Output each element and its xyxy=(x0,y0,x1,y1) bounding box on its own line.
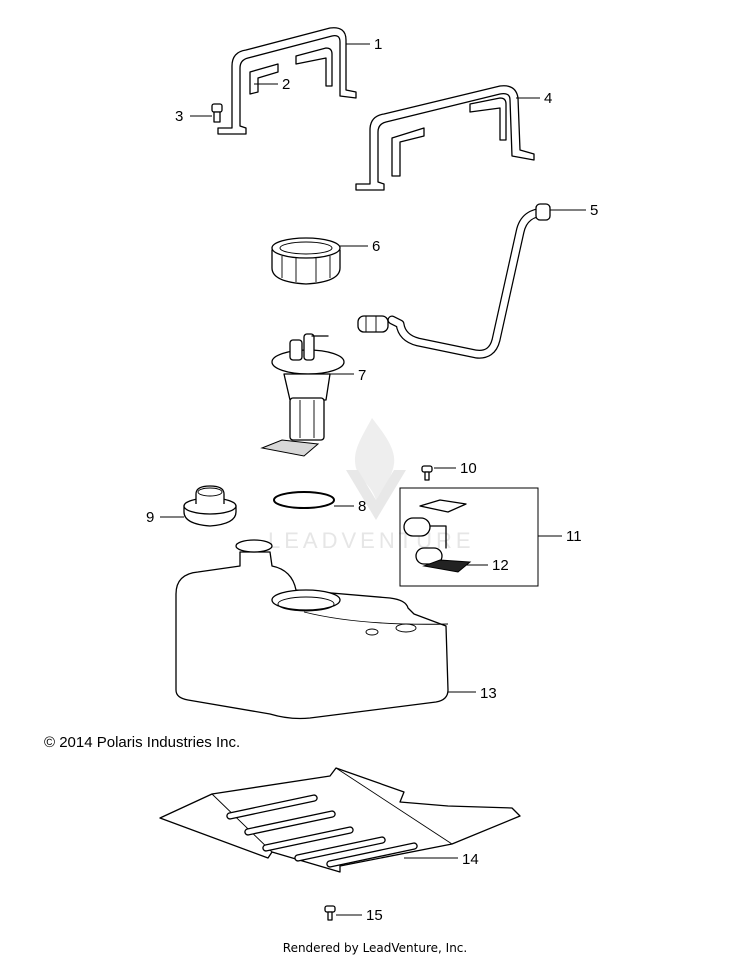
callout-14: 14 xyxy=(462,851,479,868)
callout-15: 15 xyxy=(366,907,383,924)
bolt-part-15 xyxy=(324,905,336,921)
watermark-flame-icon xyxy=(354,418,395,500)
fuel-line-part-5 xyxy=(357,203,551,359)
callout-8: 8 xyxy=(358,498,366,515)
callout-12: 12 xyxy=(492,557,509,574)
fuel-tank-part-13 xyxy=(175,539,449,720)
leader-lines xyxy=(160,43,586,916)
callout-5: 5 xyxy=(590,202,598,219)
screw-part-10 xyxy=(421,465,433,481)
fuel-cap-part-9 xyxy=(183,485,237,527)
callout-10: 10 xyxy=(460,460,477,477)
callout-2: 2 xyxy=(282,76,290,93)
callout-11: 11 xyxy=(566,528,582,545)
bracket-part-1 xyxy=(217,27,357,135)
callout-1: 1 xyxy=(374,36,382,53)
callout-6: 6 xyxy=(372,238,380,255)
callout-9: 9 xyxy=(146,509,154,526)
callout-13: 13 xyxy=(480,685,497,702)
bracket-part-4 xyxy=(355,85,535,191)
fuel-pump-part-7 xyxy=(260,333,345,457)
lock-ring-part-6 xyxy=(271,237,341,285)
skid-plate-part-14 xyxy=(159,767,521,873)
gasket-part-12 xyxy=(422,559,472,573)
callout-numbers: 1 2 3 4 5 6 7 8 9 10 11 12 13 14 15 xyxy=(146,36,598,924)
callout-7: 7 xyxy=(358,367,366,384)
sender-assembly-part-11 xyxy=(399,487,539,587)
callout-3: 3 xyxy=(175,108,183,125)
callout-4: 4 xyxy=(544,90,552,107)
o-ring-part-8 xyxy=(273,491,335,509)
copyright-text: © 2014 Polaris Industries Inc. xyxy=(44,734,240,751)
footer-text: Rendered by LeadVenture, Inc. xyxy=(283,941,467,955)
bolt-part-3 xyxy=(211,103,223,123)
watermark-v-icon xyxy=(346,470,406,520)
watermark-text: LEADVENTURE xyxy=(268,528,475,553)
